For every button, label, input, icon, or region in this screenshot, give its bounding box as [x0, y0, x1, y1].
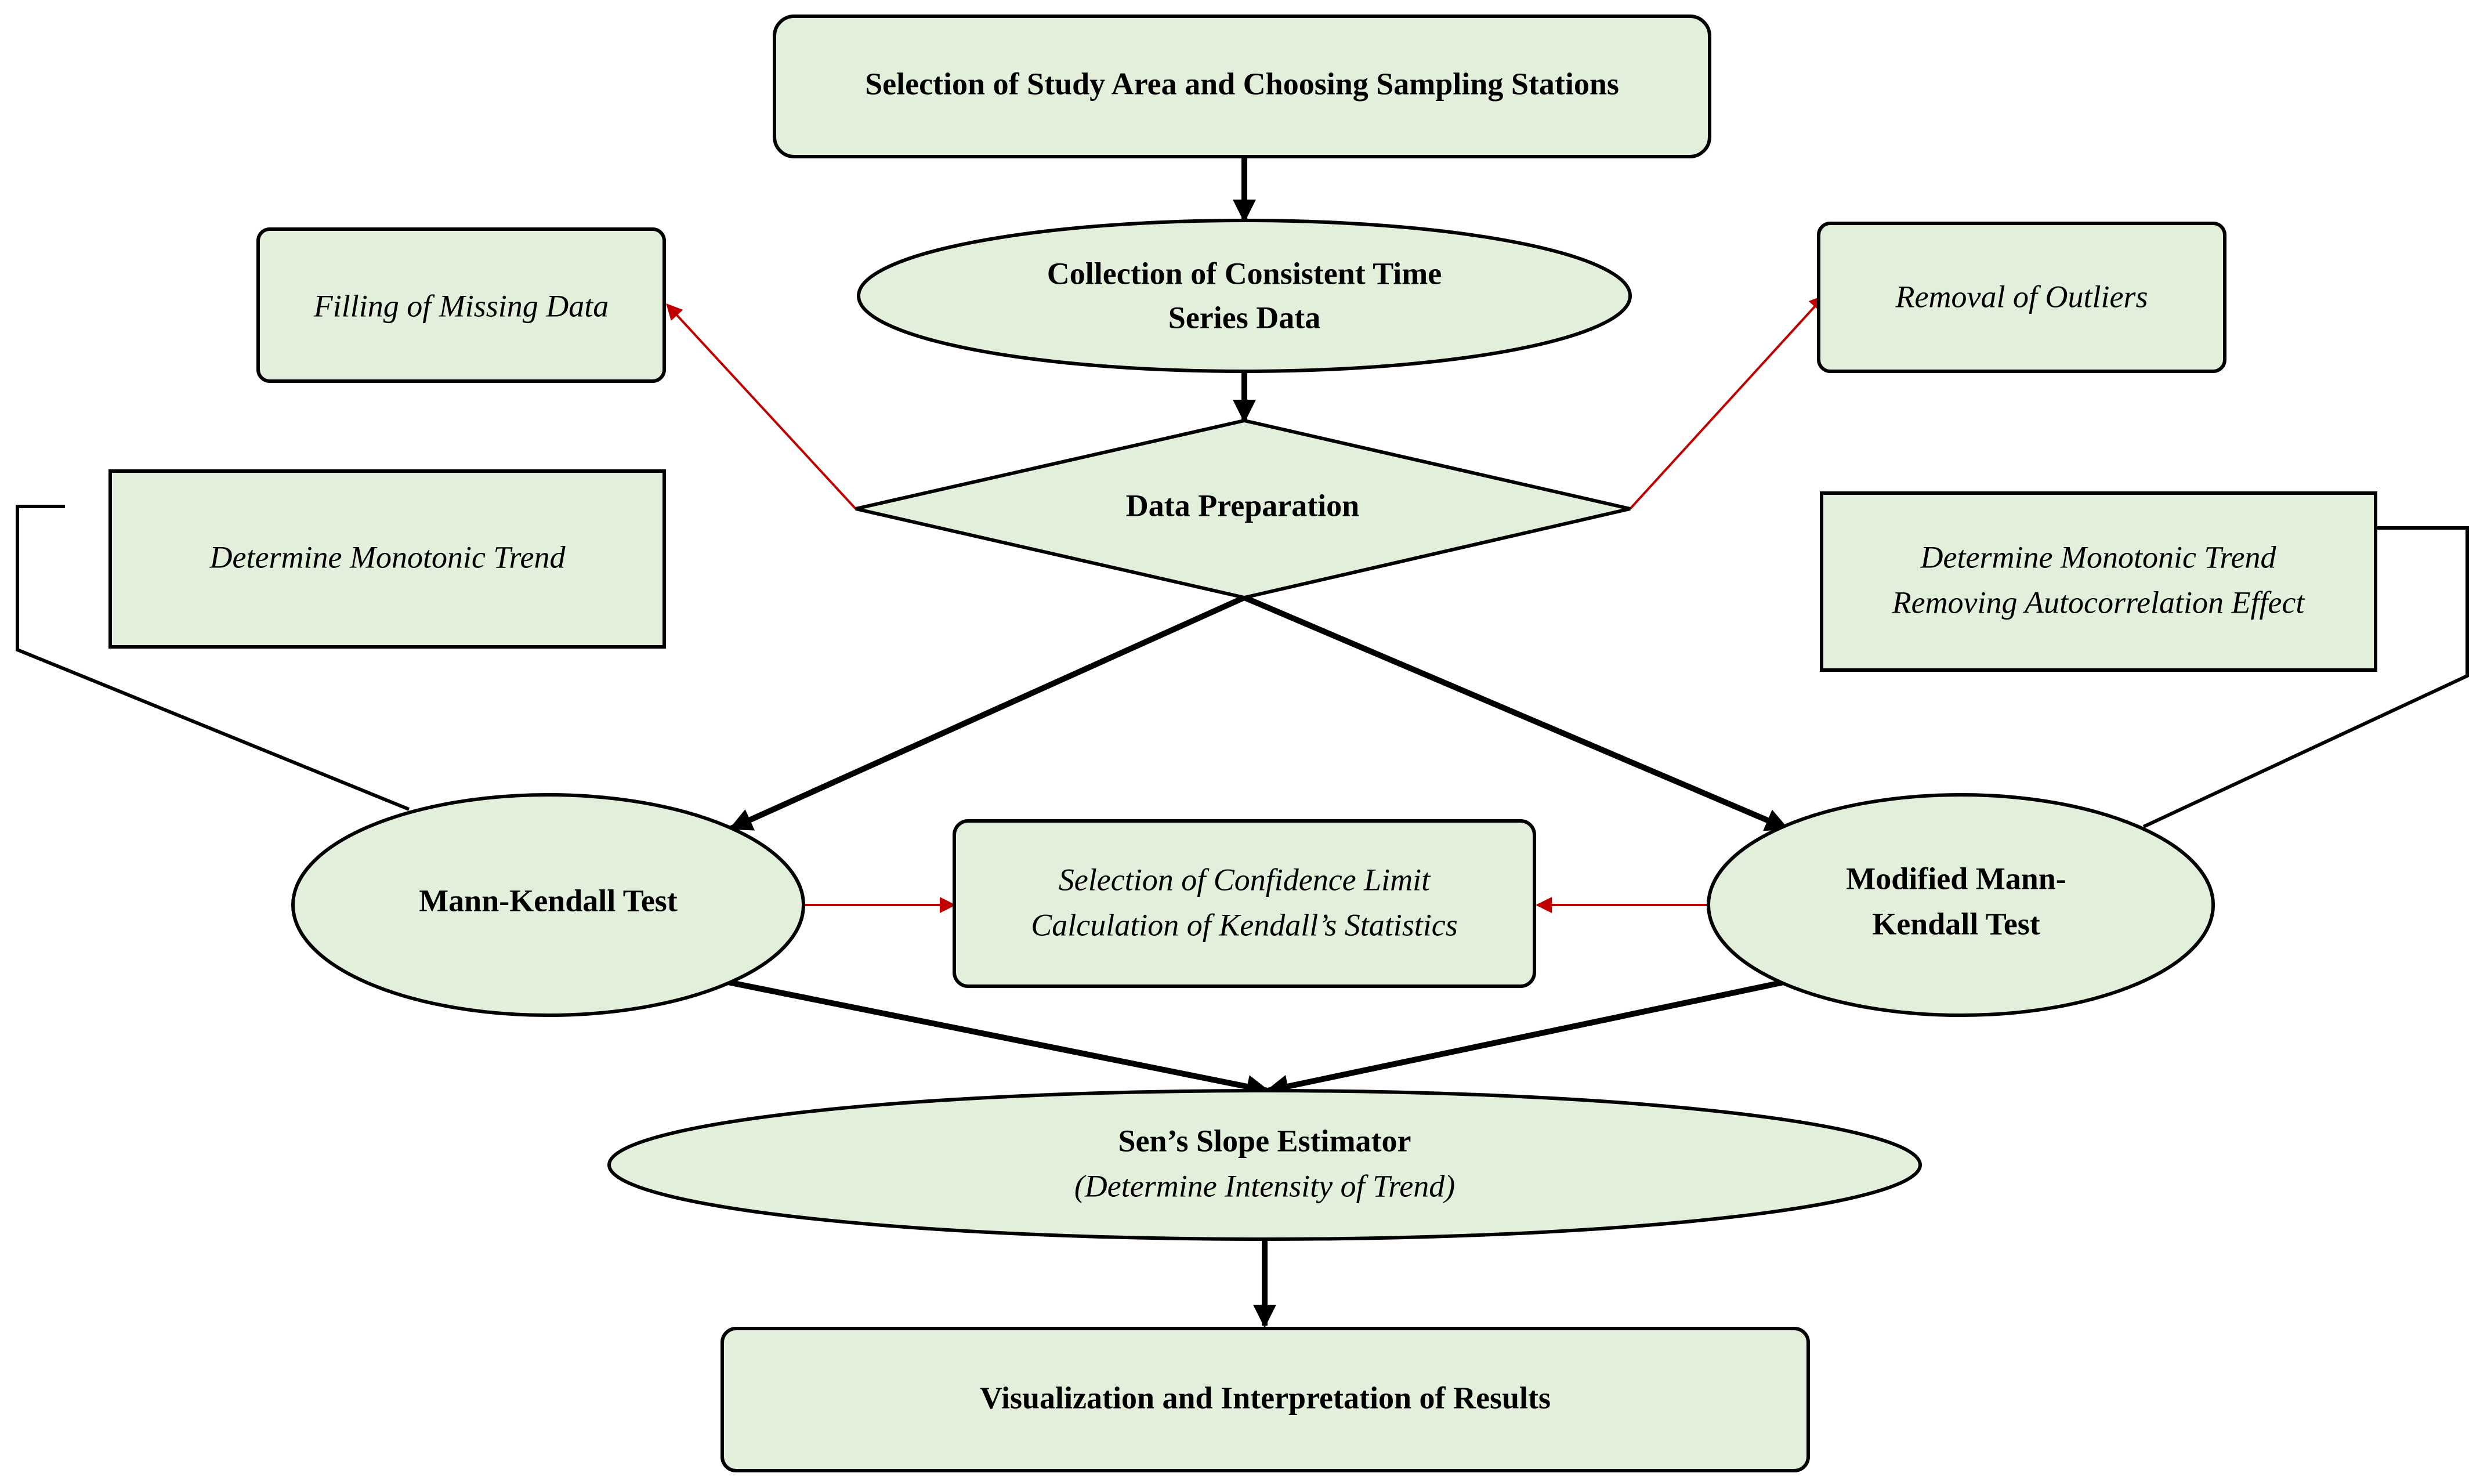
arrow-prep-to-mmk [1243, 595, 1789, 831]
bracket-left [16, 505, 410, 811]
node-data-preparation: Data Preparation [855, 418, 1631, 600]
modified-mann-kendall-line2: Kendall Test [1872, 906, 2040, 941]
collection-label-line1: Collection of Consistent Time [1047, 256, 1442, 291]
confidence-label-line1: Selection of Confidence Limit [1059, 862, 1431, 897]
node-outliers: Removal of Outliers [1817, 222, 2226, 373]
node-study-area: Selection of Study Area and Choosing Sam… [773, 15, 1711, 158]
sens-slope-title: Sen’s Slope Estimator [1118, 1123, 1411, 1158]
outliers-label: Removal of Outliers [1895, 279, 2148, 314]
data-preparation-label: Data Preparation [1126, 488, 1359, 523]
mann-kendall-label: Mann-Kendall Test [419, 883, 678, 918]
node-confidence: Selection of Confidence Limit Calculatio… [953, 819, 1536, 988]
study-area-label: Selection of Study Area and Choosing Sam… [865, 66, 1619, 101]
arrow-mmk-to-sens [1265, 979, 1785, 1098]
monotonic-autocorrelation-line1: Determine Monotonic Trend [1920, 540, 2277, 574]
node-filling: Filling of Missing Data [256, 227, 666, 383]
arrow-mk-to-sens [727, 979, 1270, 1098]
arrow-prep-to-filling [666, 303, 857, 510]
modified-mann-kendall-line1: Modified Mann- [1846, 861, 2066, 896]
sens-slope-subtitle: (Determine Intensity of Trend) [1074, 1168, 1455, 1203]
node-monotonic-autocorrelation: Determine Monotonic Trend Removing Autoc… [1820, 491, 2377, 672]
node-sens-slope: Sen’s Slope Estimator (Determine Intensi… [607, 1089, 1922, 1241]
node-modified-mann-kendall: Modified Mann- Kendall Test [1707, 793, 2215, 1017]
connectors [16, 157, 2469, 1328]
node-collection: Collection of Consistent Time Series Dat… [857, 219, 1632, 373]
monotonic-autocorrelation-line2: Removing Autocorrelation Effect [1892, 585, 2306, 620]
arrow-prep-to-mk [729, 595, 1246, 831]
visualization-label: Visualization and Interpretation of Resu… [980, 1380, 1551, 1415]
node-mann-kendall: Mann-Kendall Test [291, 793, 805, 1017]
confidence-label-line2: Calculation of Kendall’s Statistics [1031, 907, 1458, 942]
arrow-prep-to-outliers [1629, 294, 1826, 510]
filling-label: Filling of Missing Data [313, 288, 609, 323]
collection-label-line2: Series Data [1168, 300, 1320, 335]
node-visualization: Visualization and Interpretation of Resu… [721, 1327, 1810, 1472]
node-monotonic: Determine Monotonic Trend [108, 469, 666, 649]
monotonic-label: Determine Monotonic Trend [209, 540, 566, 574]
